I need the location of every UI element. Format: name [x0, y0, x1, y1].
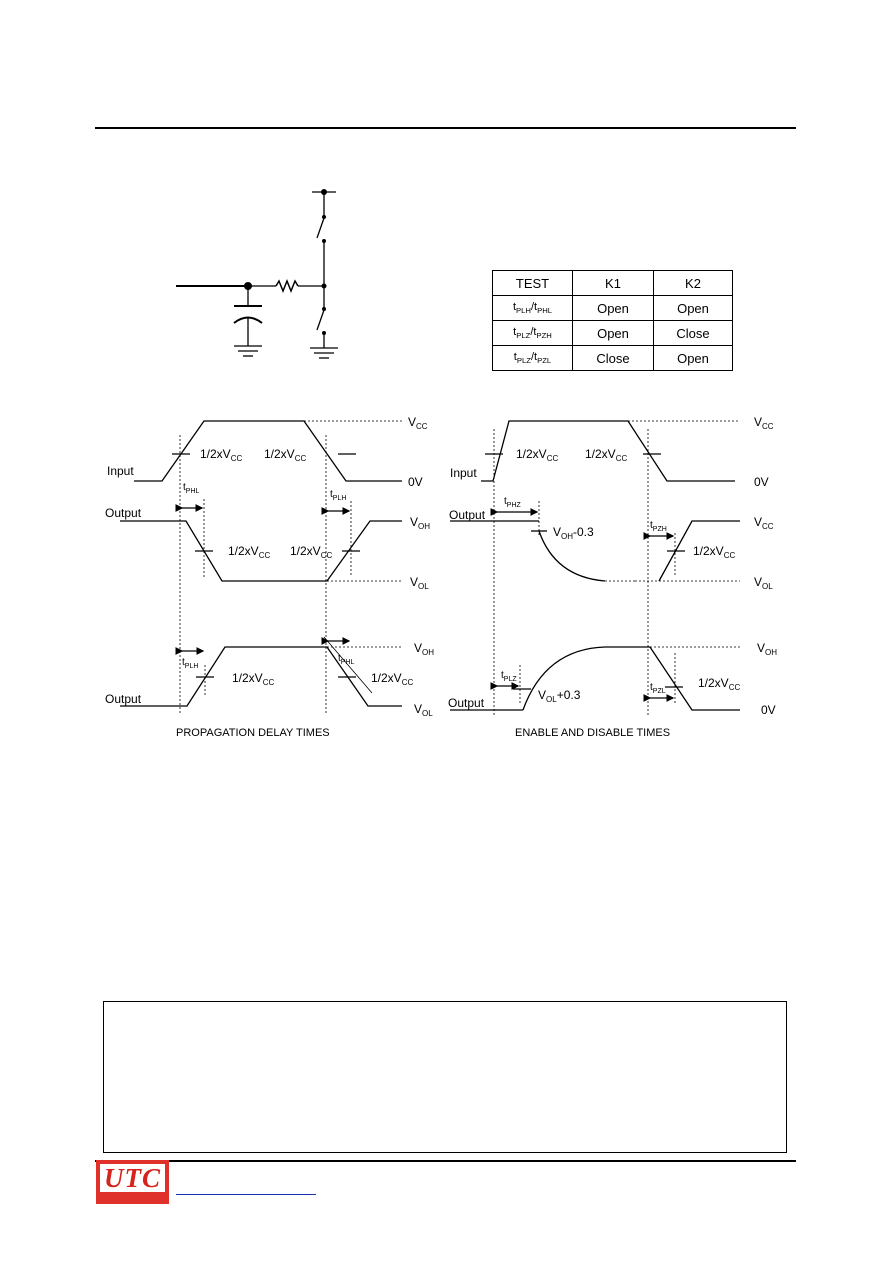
en-vol-plus-label: VOL+0.3 — [538, 688, 581, 704]
table-row: tPLZ/tPZL Close Open — [492, 345, 733, 371]
prop-voh-label-1: VOH — [410, 515, 430, 531]
en-tpzl-label: tPZL — [650, 682, 666, 695]
en-vcc-label-2: VCC — [754, 515, 774, 531]
prop-half-vcc-4: 1/2xVCC — [290, 544, 332, 560]
test-switch-table: TEST K1 K2 tPLH/tPHL Open Open tPLZ/tPZH… — [492, 270, 733, 371]
test-name-cell: tPLZ/tPZL — [492, 345, 573, 371]
prop-half-vcc-1: 1/2xVCC — [200, 447, 242, 463]
test-name-cell: tPLZ/tPZH — [492, 320, 573, 346]
en-output-label-1: Output — [449, 508, 486, 522]
prop-input-label: Input — [107, 464, 134, 478]
header-k2: K2 — [653, 270, 733, 296]
en-output-label-2: Output — [448, 696, 485, 710]
k2-cell: Open — [653, 345, 733, 371]
en-vcc-label-1: VCC — [754, 415, 774, 431]
k1-cell: Close — [572, 345, 654, 371]
table-header-row: TEST K1 K2 — [492, 270, 733, 296]
en-caption: ENABLE AND DISABLE TIMES — [515, 727, 670, 739]
utc-logo-text: UTC — [100, 1164, 165, 1192]
header-test: TEST — [492, 270, 573, 296]
en-half-vcc-3: 1/2xVCC — [693, 544, 735, 560]
en-half-vcc-1: 1/2xVCC — [516, 447, 558, 463]
prop-output-label-2: Output — [105, 692, 142, 706]
prop-vol-label-1: VOL — [410, 575, 429, 591]
prop-tplh-label-1: tPLH — [330, 489, 346, 502]
propagation-delay-diagram: VCC 0V Input Output Output 1/2xVCC 1/2xV… — [105, 415, 434, 739]
k2-cell: Close — [653, 320, 733, 346]
en-0v-label-2: 0V — [761, 703, 776, 717]
prop-half-vcc-6: 1/2xVCC — [371, 671, 413, 687]
k1-cell: Open — [572, 295, 654, 321]
footer-rule — [95, 1160, 796, 1162]
en-half-vcc-2: 1/2xVCC — [585, 447, 627, 463]
prop-tplh-label-2: tPLH — [182, 657, 198, 670]
utc-logo: UTC — [96, 1160, 169, 1204]
en-tpzh-label: tPZH — [650, 520, 667, 533]
prop-output-label-1: Output — [105, 506, 142, 520]
prop-vcc-label: VCC — [408, 415, 428, 431]
prop-0v-label: 0V — [408, 475, 423, 489]
k1-cell: Open — [572, 320, 654, 346]
en-0v-label-1: 0V — [754, 475, 769, 489]
prop-tphl-label-2: tPHL — [338, 653, 355, 666]
prop-half-vcc-2: 1/2xVCC — [264, 447, 306, 463]
prop-voh-label-2: VOH — [414, 641, 434, 657]
k2-cell: Open — [653, 295, 733, 321]
table-row: tPLH/tPHL Open Open — [492, 295, 733, 321]
header-rule — [95, 127, 796, 129]
en-half-vcc-4: 1/2xVCC — [698, 676, 740, 692]
prop-vol-label-2: VOL — [414, 702, 433, 718]
notice-box — [103, 1001, 787, 1153]
en-vol-label: VOL — [754, 575, 773, 591]
prop-tphl-label: tPHL — [183, 482, 200, 495]
header-k1: K1 — [572, 270, 654, 296]
en-tplz-label: tPLZ — [501, 670, 517, 683]
website-link[interactable] — [176, 1194, 316, 1195]
en-voh-label: VOH — [757, 641, 777, 657]
prop-half-vcc-5: 1/2xVCC — [232, 671, 274, 687]
test-circuit-diagram — [176, 189, 338, 359]
test-name-cell: tPLH/tPHL — [492, 295, 573, 321]
en-voh-minus-label: VOH-0.3 — [553, 525, 594, 541]
en-tphz-label: tPHZ — [504, 496, 522, 509]
enable-disable-diagram: VCC 0V Input Output Output 1/2xVCC 1/2xV… — [448, 415, 777, 739]
table-row: tPLZ/tPZH Open Close — [492, 320, 733, 346]
en-input-label: Input — [450, 466, 477, 480]
prop-caption: PROPAGATION DELAY TIMES — [176, 727, 330, 739]
prop-half-vcc-3: 1/2xVCC — [228, 544, 270, 560]
